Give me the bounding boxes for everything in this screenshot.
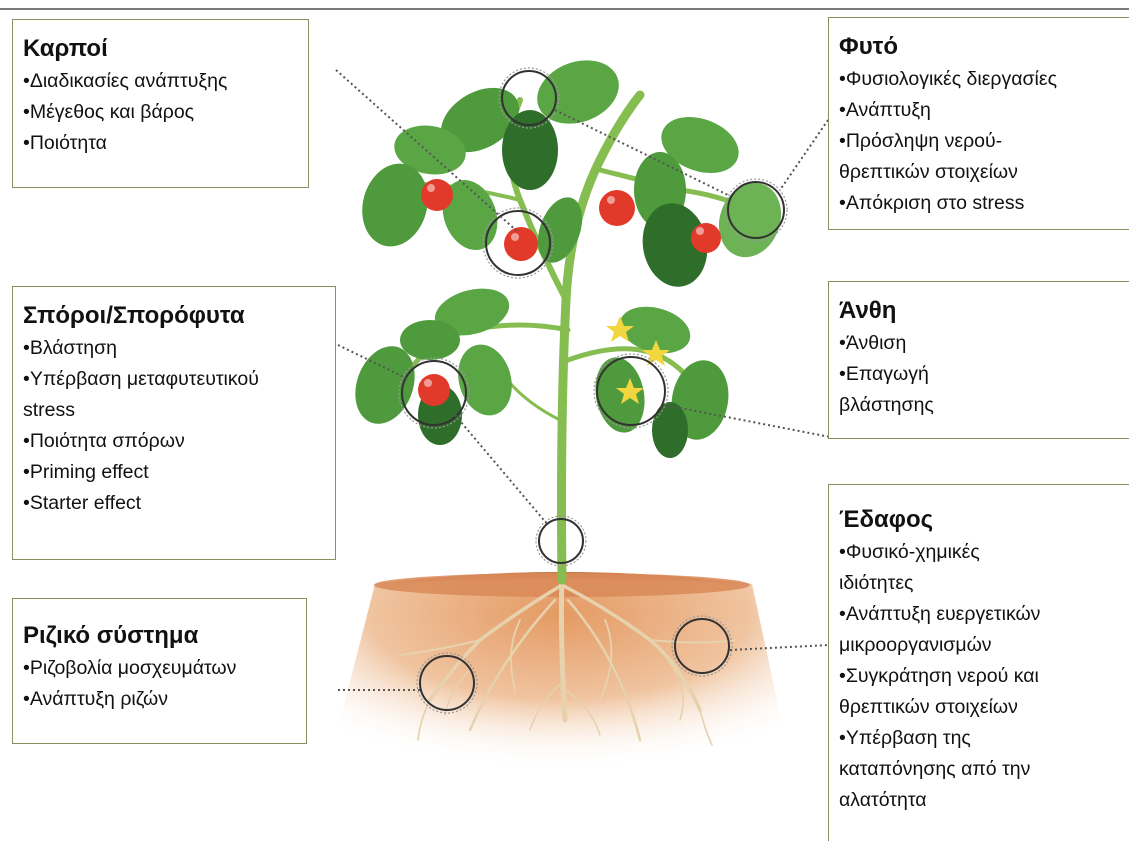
root-system-title: Ριζικό σύστημα — [23, 621, 296, 651]
soil-title: Έδαφος — [839, 505, 1121, 535]
soil-list: •Φυσικό-χημικές ιδιότητες •Ανάπτυξη ευερ… — [839, 537, 1121, 816]
plant-item: •Απόκριση στο stress — [839, 188, 1120, 219]
fruits-item: •Μέγεθος και βάρος — [23, 97, 298, 128]
soil-item: καταπόνησης από την — [839, 754, 1121, 785]
soil-item: •Υπέρβαση της — [839, 723, 1121, 754]
fruits-box: Καρποί •Διαδικασίες ανάπτυξης •Μέγεθος κ… — [12, 19, 309, 188]
flowers-item: •Άνθιση — [839, 328, 1120, 359]
plant-item: •Φυσιολογικές διεργασίες — [839, 64, 1120, 95]
seeds-item: stress — [23, 395, 325, 426]
plant-list: •Φυσιολογικές διεργασίες •Ανάπτυξη •Πρόσ… — [839, 64, 1120, 219]
seeds-box: Σπόροι/Σπορόφυτα •Βλάστηση •Υπέρβαση μετ… — [12, 286, 336, 560]
flowers-title: Άνθη — [839, 296, 1120, 326]
soil-box: Έδαφος •Φυσικό-χημικές ιδιότητες •Ανάπτυ… — [828, 484, 1129, 841]
fruits-list: •Διαδικασίες ανάπτυξης •Μέγεθος και βάρο… — [23, 66, 298, 159]
flowers-list: •Άνθιση •Επαγωγή βλάστησης — [839, 328, 1120, 421]
plant-item: •Ανάπτυξη — [839, 95, 1120, 126]
seeds-item: •Βλάστηση — [23, 333, 325, 364]
soil-item: •Συγκράτηση νερού και — [839, 661, 1121, 692]
flowers-item: βλάστησης — [839, 390, 1120, 421]
soil-item: •Ανάπτυξη ευεργετικών — [839, 599, 1121, 630]
seeds-item: •Ποιότητα σπόρων — [23, 426, 325, 457]
seeds-item: •Υπέρβαση μεταφυτευτικού — [23, 364, 325, 395]
fruits-title: Καρποί — [23, 34, 298, 64]
root-system-list: •Ριζοβολία μοσχευμάτων •Ανάπτυξη ριζών — [23, 653, 296, 715]
seeds-list: •Βλάστηση •Υπέρβαση μεταφυτευτικού stres… — [23, 333, 325, 519]
soil-item: •Φυσικό-χημικές — [839, 537, 1121, 568]
fruits-item: •Ποιότητα — [23, 128, 298, 159]
plant-title: Φυτό — [839, 32, 1120, 62]
plant-box: Φυτό •Φυσιολογικές διεργασίες •Ανάπτυξη … — [828, 17, 1129, 230]
leaves — [345, 49, 791, 458]
root-system-item: •Ανάπτυξη ριζών — [23, 684, 296, 715]
flowers-box: Άνθη •Άνθιση •Επαγωγή βλάστησης — [828, 281, 1129, 439]
soil-item: μικροοργανισμών — [839, 630, 1121, 661]
seeds-item: •Starter effect — [23, 488, 325, 519]
fruits-item: •Διαδικασίες ανάπτυξης — [23, 66, 298, 97]
soil-item: αλατότητα — [839, 785, 1121, 816]
flowers-item: •Επαγωγή — [839, 359, 1120, 390]
root-system-box: Ριζικό σύστημα •Ριζοβολία μοσχευμάτων •Α… — [12, 598, 307, 744]
soil-item: ιδιότητες — [839, 568, 1121, 599]
plant-item: •Πρόσληψη νερού- — [839, 126, 1120, 157]
seeds-item: •Priming effect — [23, 457, 325, 488]
soil-item: θρεπτικών στοιχείων — [839, 692, 1121, 723]
root-system-item: •Ριζοβολία μοσχευμάτων — [23, 653, 296, 684]
plant-item: θρεπτικών στοιχείων — [839, 157, 1120, 188]
seeds-title: Σπόροι/Σπορόφυτα — [23, 301, 325, 331]
